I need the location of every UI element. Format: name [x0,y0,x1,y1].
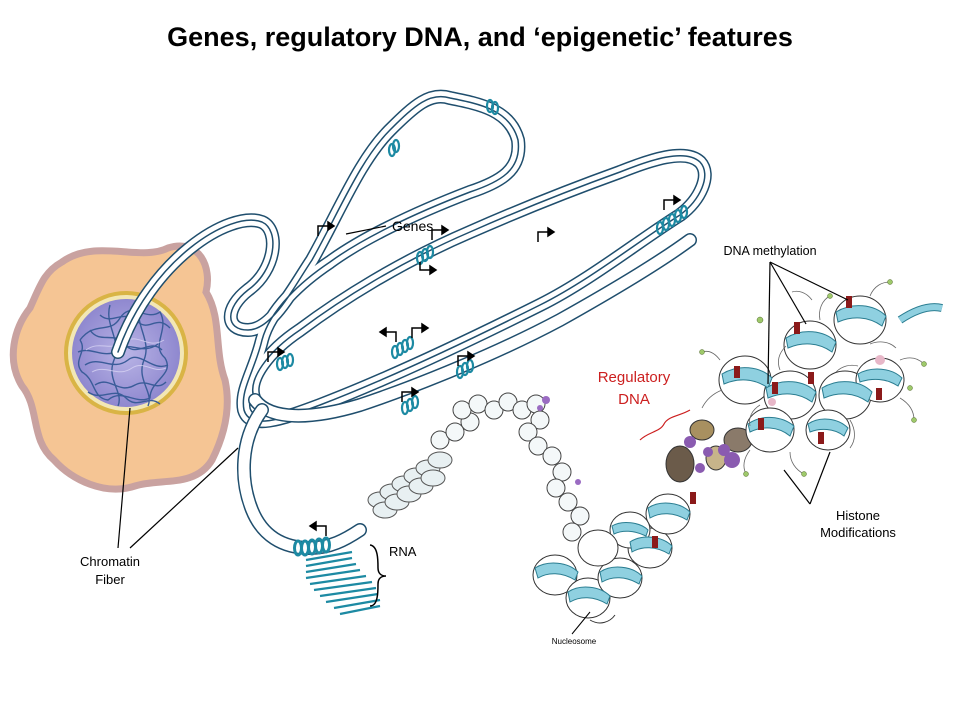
chromatin-fiber [111,89,712,555]
regulatory-dna-strand [639,409,691,441]
gene-coil [387,138,401,158]
rna-brace [369,544,387,607]
tss-arrow [378,326,397,342]
regulatory-proteins [665,419,753,483]
label-genes: Genes [392,218,433,234]
nucleus [64,291,188,415]
histone-tail-tips-pink [768,355,885,406]
tss-arrow [411,322,430,338]
bead-proteins [537,396,581,485]
cell [9,242,231,493]
label-histone-line1: Histone [836,508,880,523]
gene-coil [655,204,689,236]
gene-coil [293,536,331,557]
nucleosome-pointer [571,611,591,635]
tss-arrow [308,520,327,536]
gene-coil [400,394,420,416]
label-dna-methylation: DNA methylation [723,244,816,258]
gene-markers [275,98,689,557]
large-nucleosomes [532,493,691,624]
label-rna: RNA [389,544,417,559]
gene-coil [455,358,475,380]
tss-arrow [537,226,556,242]
methylated-nucleosomes [718,295,943,453]
tss-arrow [401,386,420,402]
label-regulatory-line1: Regulatory [598,369,671,386]
gene-coil [275,352,295,372]
label-chromatin-line2: Fiber [95,572,125,587]
label-chromatin-line1: Chromatin [80,554,140,569]
tss-arrow [267,346,286,362]
tss-arrow [431,224,450,240]
tss-arrows [267,194,682,536]
pointer-lines [117,225,849,549]
tss-arrow [663,194,682,210]
methylation-marks [652,296,882,548]
label-regulatory-line2: DNA [618,391,650,408]
label-histone-line2: Modifications [820,525,896,540]
histone-tail-tips [699,279,927,477]
diagram-title: Genes, regulatory DNA, and ‘epigenetic’ … [167,22,793,52]
gene-coil [485,98,500,116]
tss-arrow [317,220,336,236]
tss-arrow [419,262,438,276]
condensed-chromatin [367,451,453,519]
label-nucleosome: Nucleosome [552,637,597,646]
gene-coil [390,335,415,360]
rna-strands [305,550,381,616]
tss-arrow [457,350,476,366]
nucleosome-beads [430,392,590,542]
